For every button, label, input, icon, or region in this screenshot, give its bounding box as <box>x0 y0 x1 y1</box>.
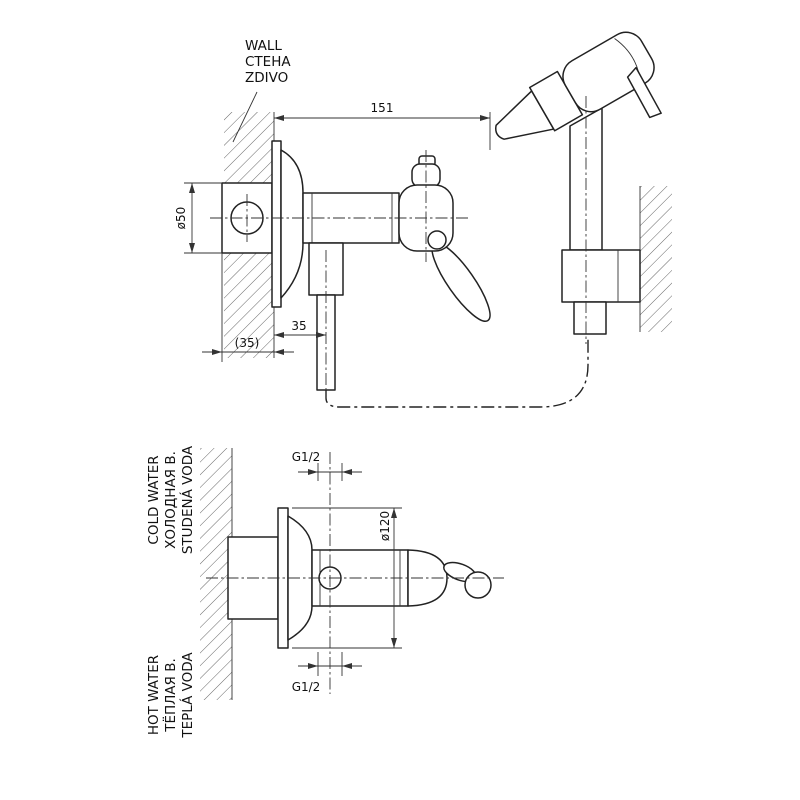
dim-g12-bottom-text: G1/2 <box>292 680 321 694</box>
handle-pivot <box>427 230 447 250</box>
cold-water-label-cz: STUDENÁ VODA <box>179 445 196 554</box>
dim-d120-text: ø120 <box>378 511 392 541</box>
dim-d50-text: ø50 <box>174 207 188 230</box>
wall-bracket <box>561 249 641 303</box>
bracket-lower-block <box>573 301 607 335</box>
cold-water-label-en: COLD WATER <box>146 455 162 544</box>
hot-water-label-cz: TEPLÁ VODA <box>179 652 196 739</box>
trigger-lever <box>626 66 662 119</box>
hand-shower-head-group <box>495 31 662 140</box>
wall-section-bottom <box>200 448 232 700</box>
top-view-side-elevation: WALL СТЕНА ZDIVO 151 ø50 <box>174 38 491 398</box>
flange-cone <box>280 149 304 299</box>
wall-label-en: WALL <box>245 38 282 54</box>
flexible-hose <box>325 336 589 408</box>
hot-water-label-ru: ТЁПЛАЯ В. <box>161 658 179 733</box>
dim-35-text: 35 <box>291 319 306 333</box>
flange-back-plate <box>271 140 282 308</box>
dim-35p-text: (35) <box>235 336 260 350</box>
dim-151-text: 151 <box>371 101 394 115</box>
wall-section-right <box>640 186 672 332</box>
cold-water-label-ru: ХОЛОДНАЯ В. <box>163 451 179 549</box>
wall-leader-line <box>232 91 258 143</box>
dim-g12-top-text: G1/2 <box>292 450 321 464</box>
handle-ball-plan <box>464 571 492 599</box>
shower-head-body <box>562 31 655 113</box>
spray-nozzle-cone <box>495 90 555 140</box>
wall-label-cz: ZDIVO <box>245 70 288 86</box>
wall-label-ru: СТЕНА <box>245 54 291 70</box>
bottom-view-plan: ø120 G1/2 G1/2 COLD WATER ХОЛОДНАЯ В. ST… <box>146 445 504 739</box>
hand-shower-assembly <box>325 31 672 408</box>
hot-water-label-en: HOT WATER <box>146 655 162 735</box>
